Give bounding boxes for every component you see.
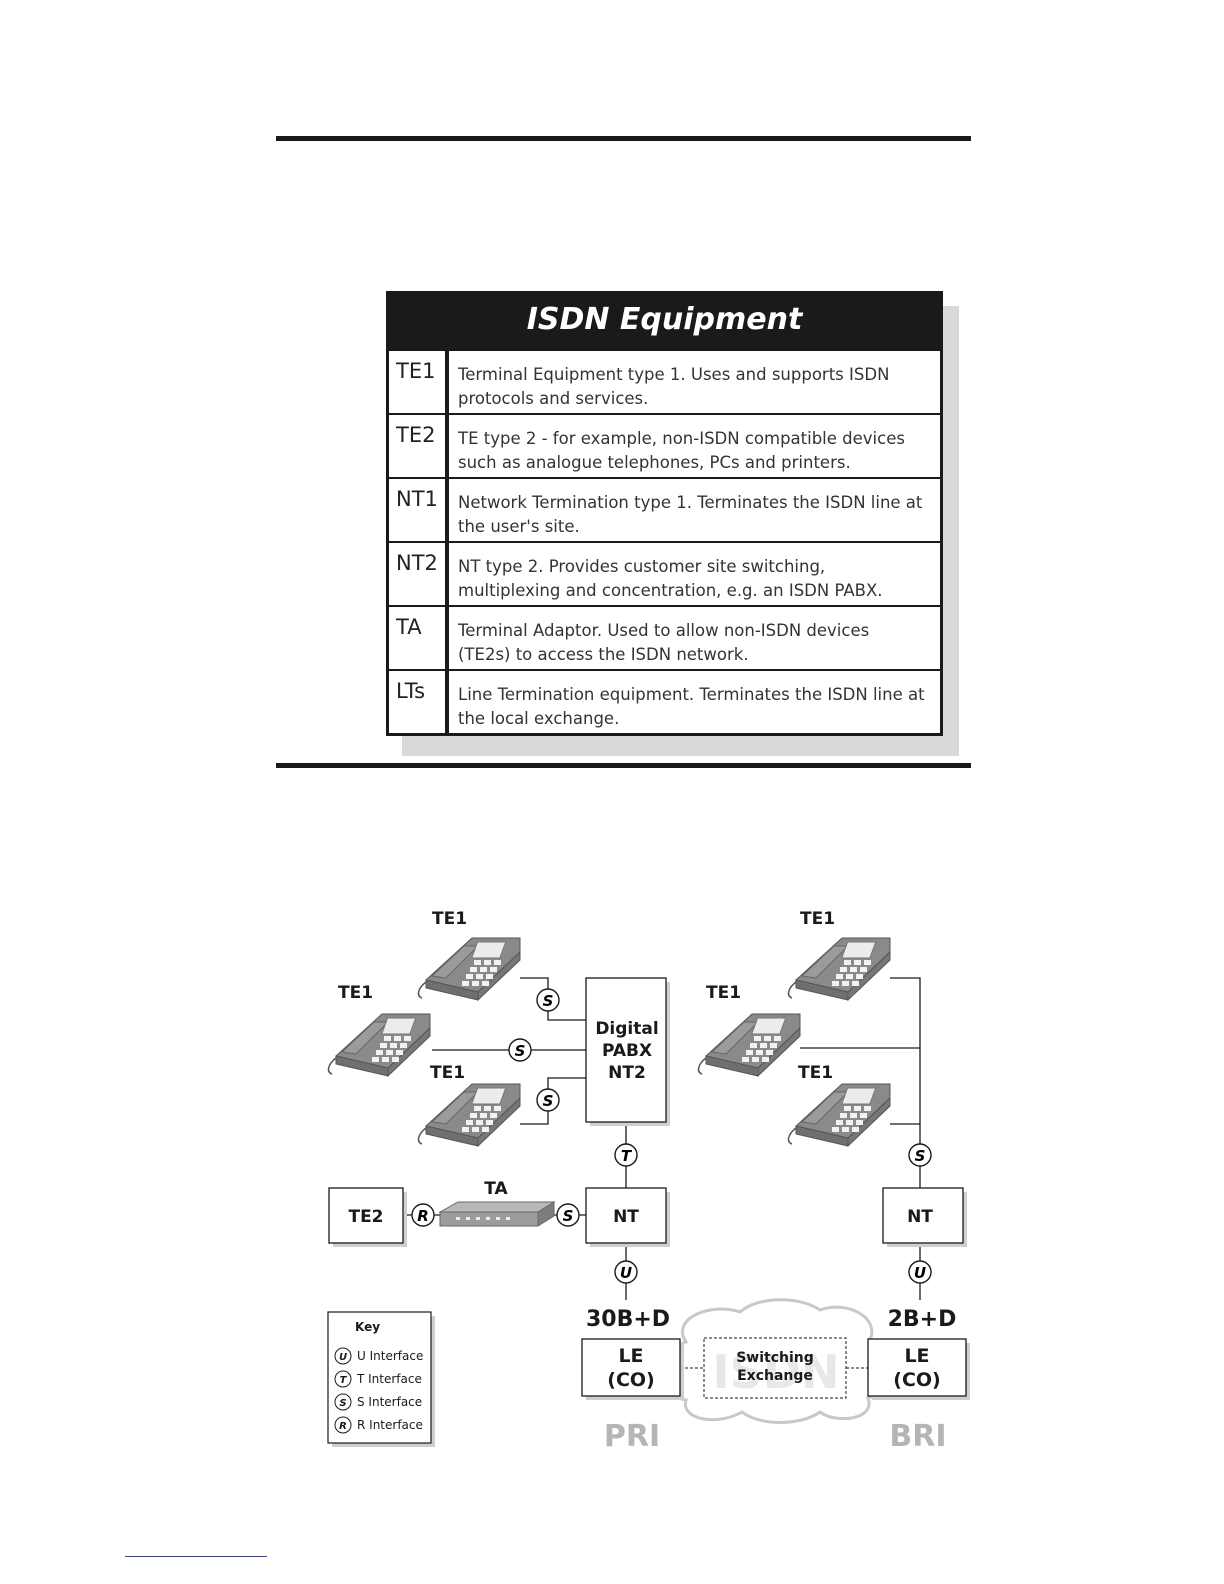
r-interface-marker: R xyxy=(411,1203,435,1227)
table-row: TE1 Terminal Equipment type 1. Uses and … xyxy=(389,349,940,413)
svg-text:R: R xyxy=(417,1207,429,1225)
s-interface-marker: S xyxy=(536,1088,560,1112)
key-legend: Key U U Interface T T Interface S S Inte… xyxy=(327,1311,435,1447)
te2-label: TE2 xyxy=(348,1207,383,1227)
te1-label: TE1 xyxy=(430,1063,465,1083)
equipment-description: TE type 2 - for example, non-ISDN compat… xyxy=(458,429,905,472)
nt-box-pri xyxy=(585,1187,667,1244)
phone-icon xyxy=(787,937,891,1001)
nt-label: NT xyxy=(907,1207,933,1227)
phone-icon xyxy=(327,1013,431,1077)
s-interface-marker: S xyxy=(536,988,560,1012)
svg-text:T: T xyxy=(621,1147,633,1165)
key-item: T Interface xyxy=(356,1372,422,1386)
phone-icon xyxy=(697,1013,801,1077)
svg-text:S: S xyxy=(915,1147,926,1165)
le-box-pri xyxy=(581,1338,681,1397)
te1-label: TE1 xyxy=(800,909,835,929)
equipment-description: Terminal Equipment type 1. Uses and supp… xyxy=(458,365,890,408)
table-row: TE2 TE type 2 - for example, non-ISDN co… xyxy=(389,413,940,477)
switching-exchange-label: Exchange xyxy=(737,1368,813,1384)
equipment-code: TE2 xyxy=(389,415,449,477)
le-label: (CO) xyxy=(607,1369,654,1391)
s-interface-marker: S xyxy=(556,1203,580,1227)
svg-text:T: T xyxy=(340,1375,348,1386)
te1-label: TE1 xyxy=(706,983,741,1003)
le-label: LE xyxy=(904,1345,929,1367)
bri-rate: 2B+D xyxy=(888,1307,957,1332)
equipment-code: NT1 xyxy=(389,479,449,541)
le-box-bri xyxy=(867,1338,967,1397)
key-item: S Interface xyxy=(357,1395,422,1409)
switching-exchange-label: Switching xyxy=(736,1350,814,1366)
equipment-code: NT2 xyxy=(389,543,449,605)
u-interface-marker: U xyxy=(614,1260,638,1284)
le-label: (CO) xyxy=(893,1369,940,1391)
svg-text:S: S xyxy=(339,1398,346,1409)
table-row: TA Terminal Adaptor. Used to allow non-I… xyxy=(389,605,940,669)
svg-text:S: S xyxy=(563,1207,574,1225)
isdn-cloud-icon: ISDN xyxy=(662,1298,893,1424)
u-interface-marker: U xyxy=(908,1260,932,1284)
equipment-code: TA xyxy=(389,607,449,669)
equipment-code: LTs xyxy=(389,671,449,733)
key-item: R Interface xyxy=(357,1418,423,1432)
pabx-box xyxy=(585,977,667,1123)
bottom-rule xyxy=(276,763,971,768)
cloud-watermark: ISDN xyxy=(713,1345,840,1399)
pabx-label: NT2 xyxy=(608,1063,646,1083)
equipment-description: NT type 2. Provides customer site switch… xyxy=(458,557,883,600)
table-row: NT2 NT type 2. Provides customer site sw… xyxy=(389,541,940,605)
table-row: LTs Line Termination equipment. Terminat… xyxy=(389,669,940,733)
table-row: NT1 Network Termination type 1. Terminat… xyxy=(389,477,940,541)
svg-text:S: S xyxy=(515,1042,526,1060)
svg-text:S: S xyxy=(543,1092,554,1110)
s-interface-marker: S xyxy=(508,1038,532,1062)
pabx-label: Digital xyxy=(595,1019,658,1039)
isdn-equipment-table: ISDN Equipment TE1 Terminal Equipment ty… xyxy=(386,291,943,736)
equipment-description: Line Termination equipment. Terminates t… xyxy=(458,685,925,728)
svg-text:U: U xyxy=(620,1264,632,1282)
svg-text:U: U xyxy=(339,1352,347,1363)
te1-label: TE1 xyxy=(338,983,373,1003)
key-item: U Interface xyxy=(357,1349,423,1363)
ta-label: TA xyxy=(484,1179,508,1199)
phone-icon xyxy=(787,1083,891,1147)
te2-box xyxy=(328,1187,404,1244)
table-title: ISDN Equipment xyxy=(389,294,940,349)
pabx-label: PABX xyxy=(602,1041,652,1061)
pri-rate: 30B+D xyxy=(586,1307,670,1332)
equipment-description: Terminal Adaptor. Used to allow non-ISDN… xyxy=(458,621,870,664)
svg-text:S: S xyxy=(543,992,554,1010)
bri-label: BRI xyxy=(889,1419,946,1454)
pri-label: PRI xyxy=(604,1419,660,1454)
key-title: Key xyxy=(355,1320,380,1334)
equipment-code: TE1 xyxy=(389,351,449,413)
te1-label: TE1 xyxy=(798,1063,833,1083)
svg-text:U: U xyxy=(914,1264,926,1282)
nt-box-bri xyxy=(882,1187,964,1244)
te1-label: TE1 xyxy=(432,909,467,929)
equipment-description: Network Termination type 1. Terminates t… xyxy=(458,493,923,536)
footnote-rule xyxy=(125,1556,267,1557)
top-rule xyxy=(276,136,971,141)
phone-icon xyxy=(417,937,521,1001)
phone-icon xyxy=(417,1083,521,1147)
t-interface-marker: T xyxy=(614,1143,638,1167)
terminal-adaptor-icon xyxy=(438,1201,556,1227)
s-interface-marker: S xyxy=(908,1143,932,1167)
nt-label: NT xyxy=(613,1207,639,1227)
svg-text:R: R xyxy=(339,1421,347,1432)
le-label: LE xyxy=(618,1345,643,1367)
